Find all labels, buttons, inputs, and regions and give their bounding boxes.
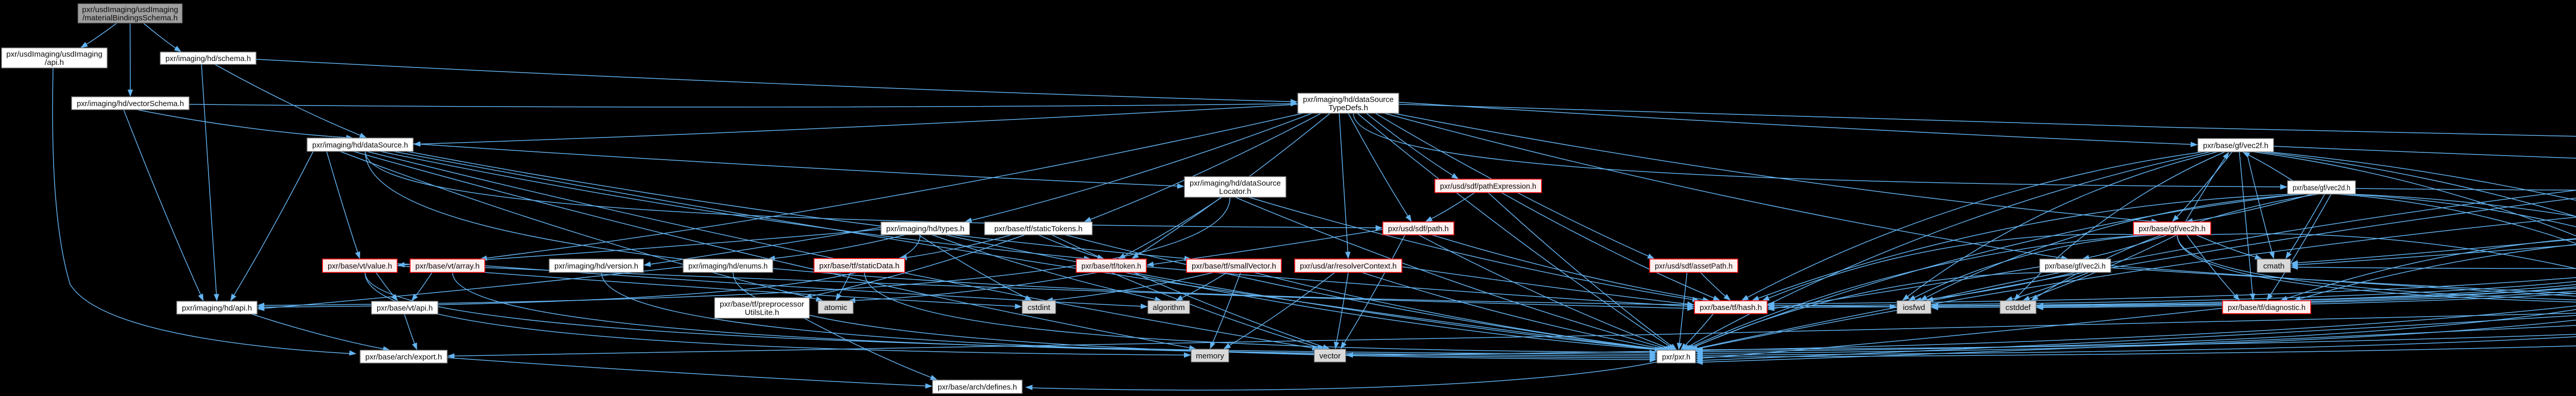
svg-text:pxr/base/tf/preprocessor: pxr/base/tf/preprocessor — [720, 300, 804, 309]
svg-text:pxr/base/tf/hash.h: pxr/base/tf/hash.h — [1700, 303, 1762, 312]
svg-text:pxr/imaging/hd/enums.h: pxr/imaging/hd/enums.h — [688, 262, 768, 271]
svg-text:pxr/imaging/hd/schema.h: pxr/imaging/hd/schema.h — [165, 55, 251, 63]
svg-text:pxr/usd/sdf/pathExpression.h: pxr/usd/sdf/pathExpression.h — [1440, 182, 1536, 191]
svg-text:algorithm: algorithm — [1153, 303, 1184, 312]
svg-text:pxr/base/arch/export.h: pxr/base/arch/export.h — [365, 353, 442, 361]
svg-text:pxr/base/arch/defines.h: pxr/base/arch/defines.h — [938, 383, 1017, 392]
svg-text:pxr/base/vt/api.h: pxr/base/vt/api.h — [377, 304, 433, 313]
svg-text:pxr/base/gf/vec2f.h: pxr/base/gf/vec2f.h — [2203, 142, 2268, 150]
svg-text:cstddef: cstddef — [2006, 303, 2031, 312]
svg-text:pxr/base/tf/diagnostic.h: pxr/base/tf/diagnostic.h — [2228, 303, 2306, 312]
svg-text:pxr/imaging/hd/api.h: pxr/imaging/hd/api.h — [182, 304, 252, 313]
svg-text:pxr/base/vt/value.h: pxr/base/vt/value.h — [328, 262, 392, 271]
svg-text:pxr/usd/ar/resolverContext.h: pxr/usd/ar/resolverContext.h — [1300, 262, 1397, 271]
svg-text:cstdint: cstdint — [1028, 303, 1051, 312]
svg-text:/api.h: /api.h — [45, 58, 64, 67]
svg-text:pxr/usdImaging/usdImaging: pxr/usdImaging/usdImaging — [6, 50, 103, 59]
svg-text:pxr/base/tf/staticData.h: pxr/base/tf/staticData.h — [819, 262, 900, 270]
svg-text:vector: vector — [1319, 352, 1341, 360]
svg-text:cmath: cmath — [2263, 262, 2284, 271]
svg-text:pxr/imaging/hd/dataSource.h: pxr/imaging/hd/dataSource.h — [312, 141, 408, 150]
svg-text:pxr/imaging/hd/version.h: pxr/imaging/hd/version.h — [554, 262, 638, 271]
svg-text:pxr/usd/sdf/assetPath.h: pxr/usd/sdf/assetPath.h — [1655, 262, 1733, 271]
svg-text:iosfwd: iosfwd — [1903, 303, 1925, 312]
svg-text:pxr/base/tf/smallVector.h: pxr/base/tf/smallVector.h — [1192, 262, 1276, 271]
svg-text:pxr/base/gf/vec2h.h: pxr/base/gf/vec2h.h — [2139, 225, 2206, 233]
svg-text:pxr/base/gf/vec2d.h: pxr/base/gf/vec2d.h — [2293, 184, 2350, 193]
svg-text:atomic: atomic — [824, 303, 848, 312]
svg-text:memory: memory — [1196, 352, 1224, 360]
svg-text:TypeDefs.h: TypeDefs.h — [1329, 104, 1368, 112]
svg-text:pxr/base/vt/array.h: pxr/base/vt/array.h — [415, 262, 480, 271]
svg-text:pxr/pxr.h: pxr/pxr.h — [1662, 353, 1690, 361]
svg-text:Locator.h: Locator.h — [1219, 187, 1251, 196]
svg-text:pxr/imaging/hd/vectorSchema.h: pxr/imaging/hd/vectorSchema.h — [77, 99, 184, 108]
svg-text:pxr/base/gf/vec2i.h: pxr/base/gf/vec2i.h — [2045, 262, 2106, 271]
svg-text:pxr/base/tf/token.h: pxr/base/tf/token.h — [1081, 262, 1141, 271]
svg-text:UtilsLite.h: UtilsLite.h — [745, 308, 779, 317]
svg-text:pxr/usdImaging/usdImaging: pxr/usdImaging/usdImaging — [82, 6, 178, 14]
svg-text:pxr/imaging/hd/types.h: pxr/imaging/hd/types.h — [886, 225, 964, 233]
svg-text:pxr/imaging/hd/dataSource: pxr/imaging/hd/dataSource — [1190, 179, 1281, 188]
svg-text:pxr/base/tf/staticTokens.h: pxr/base/tf/staticTokens.h — [994, 225, 1082, 233]
svg-text:pxr/usd/sdf/path.h: pxr/usd/sdf/path.h — [1388, 225, 1449, 233]
svg-text:pxr/imaging/hd/dataSource: pxr/imaging/hd/dataSource — [1303, 95, 1394, 104]
svg-text:/materialBindingsSchema.h: /materialBindingsSchema.h — [82, 14, 178, 23]
